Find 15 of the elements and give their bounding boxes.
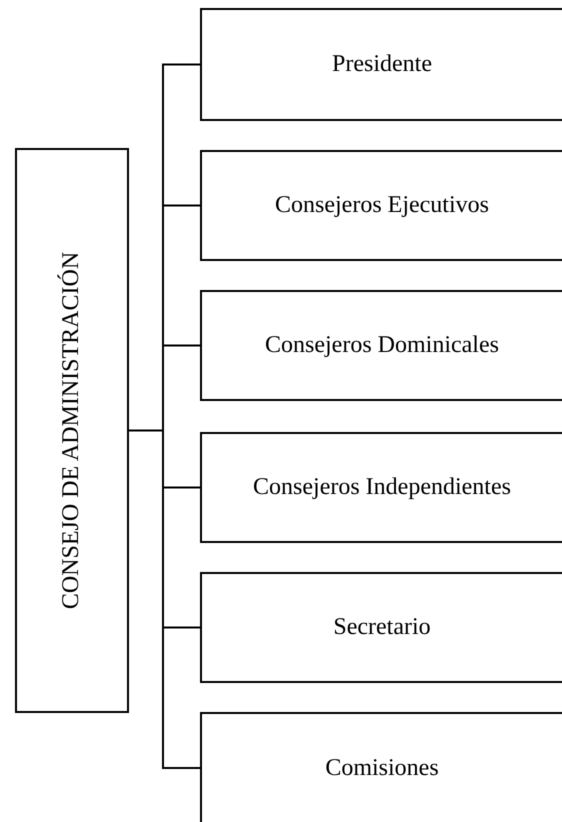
- role-label: Presidente: [332, 51, 432, 78]
- role-box: [200, 290, 562, 401]
- role-label: Consejeros Ejecutivos: [275, 192, 489, 219]
- role-label: Consejeros Independientes: [253, 474, 511, 501]
- connector-line: [129, 430, 200, 769]
- role-label: Comisiones: [325, 754, 439, 782]
- role-box: [200, 432, 562, 543]
- role-box: [200, 8, 562, 121]
- board-box: [15, 148, 129, 713]
- role-label: Secretario: [333, 614, 431, 641]
- role-box: [200, 150, 562, 261]
- role-box: [200, 712, 562, 822]
- board-title: CONSEJO DE ADMINISTRACIÓN: [58, 252, 86, 610]
- role-label: Consejeros Dominicales: [265, 332, 499, 359]
- role-box: [200, 572, 562, 683]
